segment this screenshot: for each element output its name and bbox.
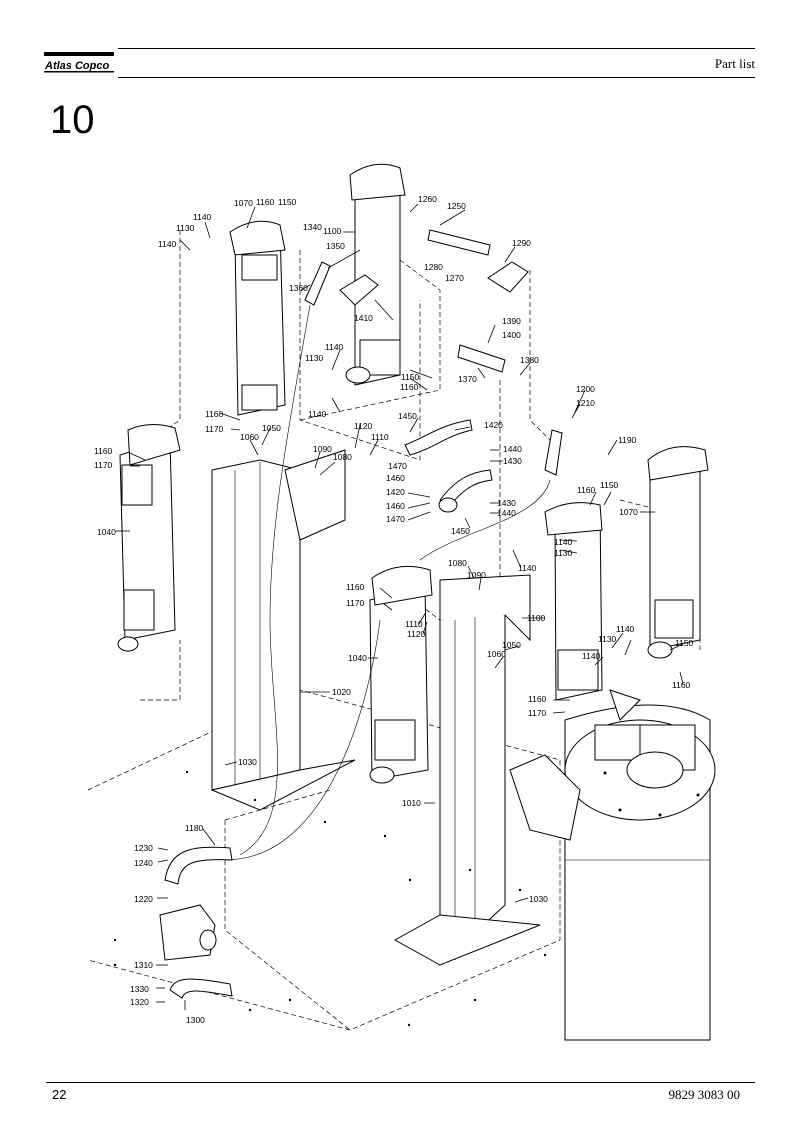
callout-label: 1390 — [502, 316, 521, 326]
callout-label: 1140 — [616, 624, 635, 634]
callout-label: 1140 — [518, 563, 537, 573]
callout-label: 1220 — [134, 894, 153, 904]
callout-label: 1140 — [193, 212, 212, 222]
callout-label: 1160 — [205, 409, 224, 419]
section-number: 10 — [50, 98, 95, 142]
atlas-copco-logo: Atlas Copco — [44, 52, 114, 73]
callout-label: 1270 — [445, 273, 464, 283]
callout-label: 1130 — [598, 634, 617, 644]
callout-label: 1150 — [600, 480, 619, 490]
document-number: 9829 3083 00 — [668, 1087, 741, 1102]
callout-label: 1160 — [528, 694, 547, 704]
page-number: 22 — [52, 1087, 67, 1102]
callout-label: 1260 — [418, 194, 437, 204]
callout-label: 1060 — [487, 649, 506, 659]
callout-label: 1050 — [262, 423, 281, 433]
callout-label: 1420 — [484, 420, 503, 430]
callout-label: 1110 — [371, 432, 389, 442]
callout-label: 1430 — [503, 456, 522, 466]
callout-label: 1250 — [447, 201, 466, 211]
callout-label: 1460 — [386, 501, 405, 511]
callout-label: 1330 — [130, 984, 149, 994]
callout-label: 1060 — [240, 432, 259, 442]
callout-label: 1070 — [619, 507, 638, 517]
callout-label: 1140 — [308, 409, 327, 419]
callout-label: 1170 — [94, 460, 113, 470]
callout-label: 1420 — [386, 487, 405, 497]
page-header-title: Part list — [714, 56, 755, 71]
header-rule-bottom — [118, 77, 755, 78]
callout-label: 1070 — [234, 198, 253, 208]
header-rule-top — [118, 48, 755, 49]
callout-label: 1230 — [134, 843, 153, 853]
callout-label: 1150 — [278, 197, 297, 207]
callout-label: 1430 — [497, 498, 516, 508]
callout-label: 1240 — [134, 858, 153, 868]
callout-label: 1190 — [618, 435, 637, 445]
callout-label: 1340 — [303, 222, 322, 232]
callout-label: 1130 — [554, 548, 573, 558]
callout-label: 1040 — [348, 653, 367, 663]
callout-label: 1010 — [402, 798, 421, 808]
callout-label: 1120 — [354, 421, 373, 431]
callout-label: 1130 — [176, 223, 195, 233]
callout-label: 1030 — [529, 894, 548, 904]
callout-label: 1140 — [554, 537, 573, 547]
callout-label: 1050 — [502, 640, 521, 650]
callout-label: 1400 — [502, 330, 521, 340]
callout-label: 1170 — [205, 424, 224, 434]
callout-label: 1320 — [130, 997, 149, 1007]
callout-label: 1140 — [158, 239, 177, 249]
callout-label: 1100 — [527, 613, 546, 623]
callout-label: 1140 — [582, 651, 601, 661]
callout-label: 1160 — [672, 680, 691, 690]
callout-label: 1310 — [134, 960, 153, 970]
callout-label: 1160 — [400, 382, 419, 392]
callout-label: 1440 — [503, 444, 522, 454]
callout-label: 1170 — [528, 708, 547, 718]
callout-label: 1100 — [323, 226, 342, 236]
callout-label: 1080 — [333, 452, 352, 462]
callout-label: 1130 — [305, 353, 324, 363]
callout-label: 1120 — [407, 629, 426, 639]
callout-label: 1090 — [467, 570, 486, 580]
callout-label: 1210 — [576, 398, 595, 408]
callout-label: 1140 — [325, 342, 344, 352]
callout-label: 1300 — [186, 1015, 205, 1025]
callout-label: 1280 — [424, 262, 443, 272]
callout-label: 1160 — [577, 485, 596, 495]
callout-label: 1170 — [346, 598, 365, 608]
footer-rule — [46, 1082, 755, 1083]
callout-label: 1470 — [388, 461, 407, 471]
callout-label: 1450 — [451, 526, 470, 536]
callout-label: 1350 — [326, 241, 345, 251]
callout-label: 1440 — [497, 508, 516, 518]
callout-label: 1370 — [458, 374, 477, 384]
brand-text: Atlas Copco — [44, 60, 109, 72]
callout-label: 1360 — [289, 283, 308, 293]
callout-label: 1040 — [97, 527, 116, 537]
callout-label: 1180 — [185, 823, 204, 833]
callout-label: 1410 — [354, 313, 373, 323]
callout-label: 1160 — [94, 446, 113, 456]
callout-label: 1290 — [512, 238, 531, 248]
callout-label: 1450 — [398, 411, 417, 421]
callout-label: 1200 — [576, 384, 595, 394]
callout-label: 1380 — [520, 355, 539, 365]
callout-label: 1090 — [313, 444, 332, 454]
callout-label: 1020 — [332, 687, 351, 697]
callout-label: 1160 — [346, 582, 365, 592]
callout-label: 1080 — [448, 558, 467, 568]
callout-label: 1110 — [405, 619, 423, 629]
callout-label: 1030 — [238, 757, 257, 767]
callout-label: 1150 — [675, 638, 694, 648]
callout-label: 1460 — [386, 473, 405, 483]
callout-label: 1470 — [386, 514, 405, 524]
callout-label: 1150 — [401, 372, 420, 382]
callout-label: 1160 — [256, 197, 275, 207]
